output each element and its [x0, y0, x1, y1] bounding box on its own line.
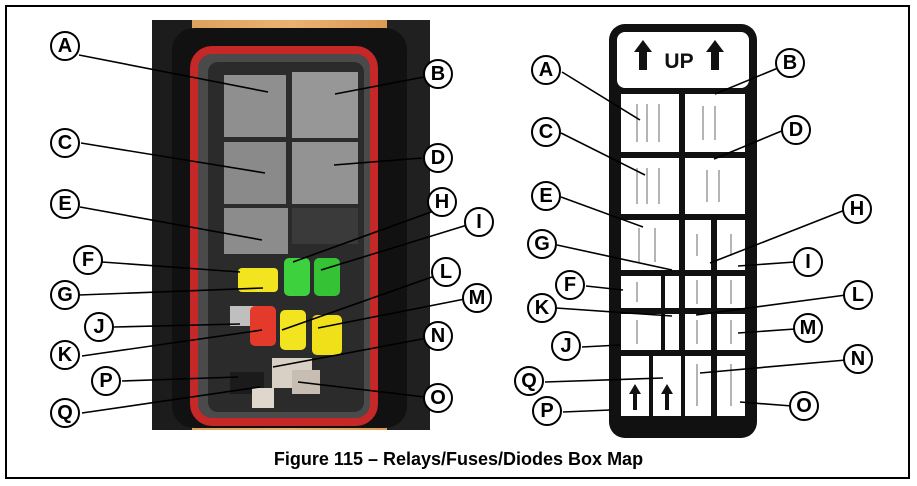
- callout-f-map: F: [555, 270, 585, 300]
- callout-e-map: E: [531, 181, 561, 211]
- up-label: UP: [664, 50, 693, 73]
- callout-b-map: B: [775, 48, 805, 78]
- callout-h-photo: H: [427, 187, 457, 217]
- callout-o-map: O: [789, 391, 819, 421]
- callout-j-photo: J: [84, 312, 114, 342]
- callout-c-map: C: [531, 117, 561, 147]
- callout-n-photo: N: [423, 321, 453, 351]
- callout-i-photo: I: [464, 207, 494, 237]
- callout-j-map: J: [551, 331, 581, 361]
- callout-p-photo: P: [91, 366, 121, 396]
- callout-b-photo: B: [423, 59, 453, 89]
- callout-d-map: D: [781, 115, 811, 145]
- callout-k-map: K: [527, 293, 557, 323]
- callout-k-photo: K: [50, 340, 80, 370]
- callout-m-map: M: [793, 313, 823, 343]
- callout-l-photo: L: [431, 257, 461, 287]
- figure-frame: [5, 5, 910, 479]
- callout-q-photo: Q: [50, 398, 80, 428]
- callout-i-map: I: [793, 247, 823, 277]
- callout-d-photo: D: [423, 143, 453, 173]
- callout-l-map: L: [843, 280, 873, 310]
- callout-a-photo: A: [50, 31, 80, 61]
- callout-h-map: H: [842, 194, 872, 224]
- callout-p-map: P: [532, 396, 562, 426]
- callout-g-map: G: [527, 229, 557, 259]
- callout-c-photo: C: [50, 128, 80, 158]
- callout-e-photo: E: [50, 189, 80, 219]
- box-map-diagram: UP: [607, 22, 759, 440]
- callout-q-map: Q: [514, 366, 544, 396]
- callout-f-photo: F: [73, 245, 103, 275]
- callout-g-photo: G: [50, 280, 80, 310]
- figure-caption: Figure 115 – Relays/Fuses/Diodes Box Map: [0, 449, 917, 470]
- callout-a-map: A: [531, 55, 561, 85]
- callout-n-map: N: [843, 344, 873, 374]
- relay-box-photo: [152, 20, 430, 430]
- callout-o-photo: O: [423, 383, 453, 413]
- callout-m-photo: M: [462, 283, 492, 313]
